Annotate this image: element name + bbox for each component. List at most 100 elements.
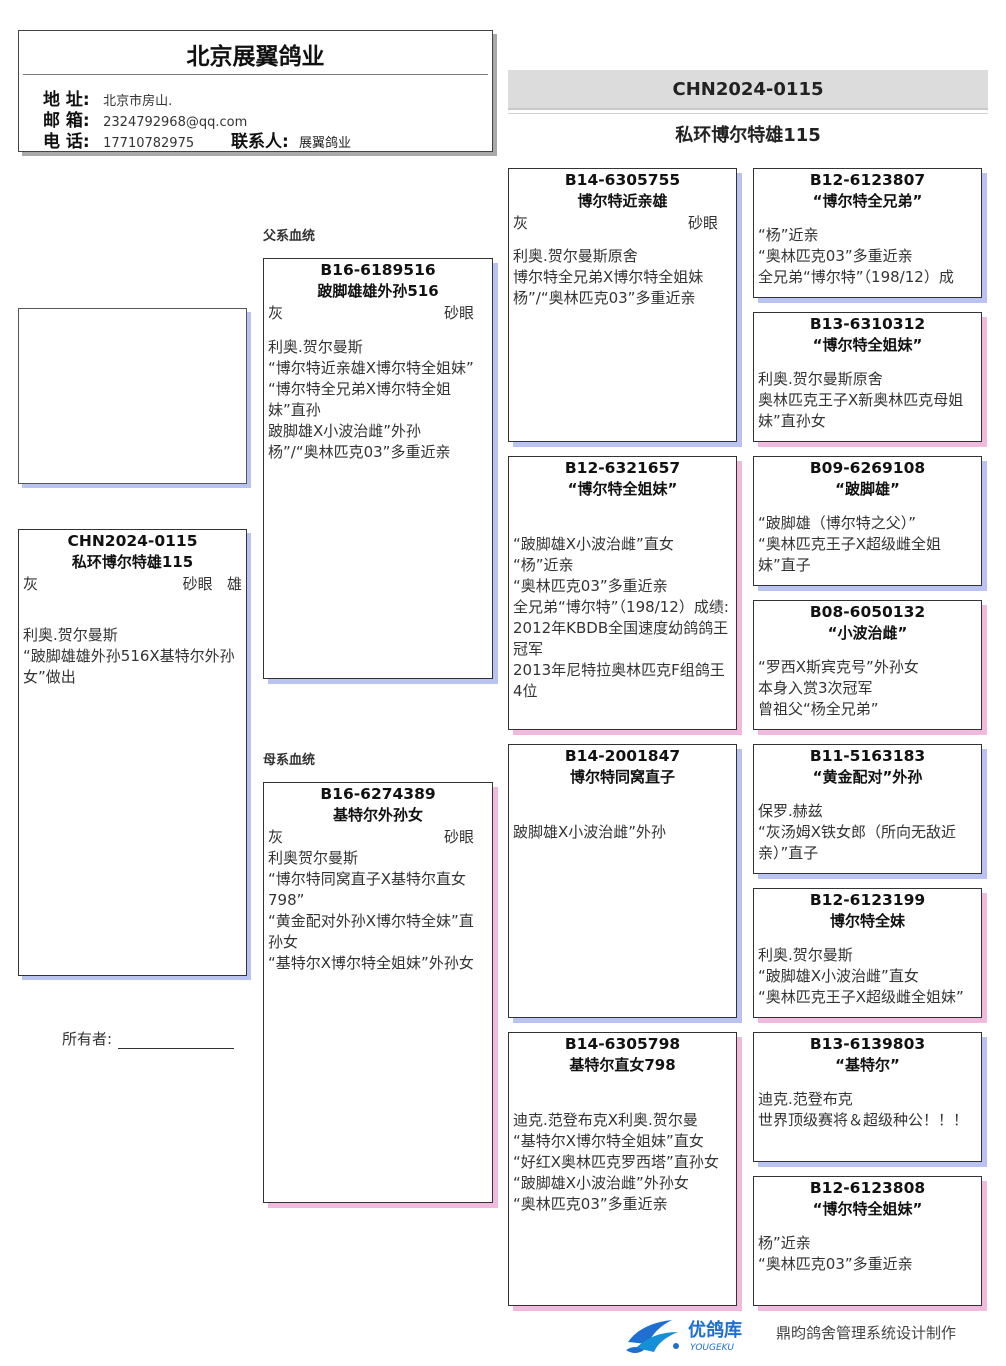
dam-name: 基特尔外孙女 — [332, 806, 423, 824]
gen2-0-note: 利奥.贺尔曼斯原舍 博尔特全兄弟X博尔特全姐妹 杨”/“奥林匹克03”多重近亲 — [513, 247, 704, 307]
gen3-2-ring: B09-6269108 — [809, 459, 926, 477]
phone-value: 17710782975 — [103, 136, 195, 151]
dam-ring: B16-6274389 — [320, 785, 436, 803]
gen3-0-ring: B12-6123807 — [809, 171, 926, 189]
gen3-3-name: “小波治雌” — [827, 624, 908, 642]
sire-attributes: 灰 砂眼 — [268, 302, 488, 324]
footer-credit: 鼎昀鸽舍管理系统设计制作 — [776, 1324, 957, 1342]
gen3-card-6: B12-6123199 博尔特全妹 利奥.贺尔曼斯 “跛脚雄X小波治雌”直女 “… — [753, 888, 982, 1018]
gen3-5-note: 利奥.贺尔曼斯 “跛脚雄X小波治雌”直女 “奥林匹克王子X超级雌全姐妹” — [758, 946, 964, 1006]
gen3-6-note: 迪克.范登布克 世界顶级赛将＆超级种公！！！ — [758, 1090, 969, 1129]
gen3-2-note: “跛脚雄（博尔特之父）” “奥林匹克王子X超级雌全姐妹”直子 — [758, 514, 942, 574]
gen3-7-ring: B12-6123808 — [809, 1179, 926, 1197]
gen3-6-name: “基特尔” — [835, 1056, 900, 1074]
address-row: 地 址: 北京市房山. — [43, 85, 172, 110]
gen3-card-2: B13-6310312 “博尔特全姐妹” 利奥.贺尔曼斯原舍 奥林匹克王子X新奥… — [753, 312, 982, 442]
subject-ring: CHN2024-0115 — [67, 532, 198, 550]
subject-name-title: 私环博尔特雄115 — [675, 125, 821, 146]
gen3-7-note: 杨”近亲 “奥林匹克03”多重近亲 — [758, 1234, 913, 1273]
dam-card: B16-6274389 基特尔外孙女 灰 砂眼 利奥贺尔曼斯 “博尔特同窝直子X… — [263, 782, 493, 1203]
gen2-0-eye: 砂眼 — [687, 214, 718, 232]
sire-card: B16-6189516 跛脚雄雄外孙516 灰 砂眼 利奥.贺尔曼斯 “博尔特近… — [263, 258, 493, 679]
owner-blank-line — [118, 1048, 235, 1049]
gen2-2-note: 跛脚雄X小波治雌”外孙 — [513, 823, 667, 841]
owner-field: 所有者: — [62, 1028, 235, 1049]
subject-color: 灰 — [23, 575, 39, 593]
gen3-3-note: “罗西X斯宾克号”外孙女 本身入赏3次冠军 曾祖父“杨全兄弟” — [758, 658, 919, 718]
gen2-3-note: 迪克.范登布克X利奥.贺尔曼 “基特尔X博尔特全姐妹”直女 “好红X奥林匹克罗西… — [513, 1111, 719, 1213]
address-label: 地 址: — [43, 90, 90, 110]
gen3-7-name: “博尔特全姐妹” — [812, 1200, 923, 1218]
sire-note: 利奥.贺尔曼斯 “博尔特近亲雄X博尔特全姐妹” “博尔特全兄弟X博尔特全姐妹”直… — [268, 338, 474, 461]
grandsire-maternal-card: B14-2001847 博尔特同窝直子 跛脚雄X小波治雌”外孙 — [508, 744, 737, 1018]
granddam-maternal-card: B14-6305798 基特尔直女798 迪克.范登布克X利奥.贺尔曼 “基特尔… — [508, 1032, 737, 1306]
email-row: 邮 箱: 2324792968@qq.com — [43, 106, 247, 131]
gen3-6-ring: B13-6139803 — [809, 1035, 926, 1053]
subject-attributes: 灰 砂眼 雄 — [23, 573, 242, 595]
phone-label: 电 话: — [43, 132, 90, 152]
email-label: 邮 箱: — [43, 111, 90, 131]
gen3-3-ring: B08-6050132 — [809, 603, 926, 621]
gen3-1-ring: B13-6310312 — [809, 315, 926, 333]
gen2-0-color: 灰 — [513, 214, 529, 232]
subject-eye: 砂眼 — [182, 575, 213, 593]
granddam-paternal-card: B12-6321657 “博尔特全姐妹” “跛脚雄X小波治雌”直女 “杨”近亲 … — [508, 456, 737, 730]
grandsire-paternal-card: B14-6305755 博尔特近亲雄 灰 砂眼 利奥.贺尔曼斯原舍 博尔特全兄弟… — [508, 168, 737, 442]
gen2-2-name: 博尔特同窝直子 — [569, 768, 675, 786]
gen3-card-5: B11-5163183 “黄金配对”外孙 保罗.赫兹 “灰汤姆X铁女郎（所向无敌… — [753, 744, 982, 874]
farm-name: 北京展翼鸽业 — [186, 44, 325, 70]
gen3-5-name: 博尔特全妹 — [829, 912, 905, 930]
subject-name: 私环博尔特雄115 — [71, 553, 194, 571]
dam-line-label: 母系血统 — [263, 753, 316, 768]
dam-eye: 砂眼 — [443, 828, 474, 846]
gen3-1-name: “博尔特全姐妹” — [812, 336, 923, 354]
gen3-card-8: B12-6123808 “博尔特全姐妹” 杨”近亲 “奥林匹克03”多重近亲 — [753, 1176, 982, 1306]
gen2-1-ring: B12-6321657 — [564, 459, 681, 477]
sire-eye: 砂眼 — [443, 304, 474, 322]
email-value: 2324792968@qq.com — [103, 115, 248, 130]
gen2-0-attributes: 灰 砂眼 — [513, 212, 732, 234]
gen3-card-7: B13-6139803 “基特尔” 迪克.范登布克 世界顶级赛将＆超级种公！！！ — [753, 1032, 982, 1162]
gen2-2-ring: B14-2001847 — [564, 747, 681, 765]
gen3-4-note: 保罗.赫兹 “灰汤姆X铁女郎（所向无敌近亲）”直子 — [758, 802, 957, 862]
contact-value: 展翼鸽业 — [298, 136, 351, 151]
sire-name: 跛脚雄雄外孙516 — [317, 282, 439, 300]
gen3-card-4: B08-6050132 “小波治雌” “罗西X斯宾克号”外孙女 本身入赏3次冠军… — [753, 600, 982, 730]
sire-line-label: 父系血统 — [263, 229, 316, 244]
gen3-card-1: B12-6123807 “博尔特全兄弟” “杨”近亲 “奥林匹克03”多重近亲 … — [753, 168, 982, 298]
gen3-0-note: “杨”近亲 “奥林匹克03”多重近亲 全兄弟“博尔特”（198/12）成 — [758, 226, 954, 286]
gen3-0-name: “博尔特全兄弟” — [812, 192, 923, 210]
gen2-1-note: “跛脚雄X小波治雌”直女 “杨”近亲 “奥林匹克03”多重近亲 全兄弟“博尔特”… — [513, 535, 729, 700]
gen3-card-3: B09-6269108 “跛脚雄” “跛脚雄（博尔特之父）” “奥林匹克王子X超… — [753, 456, 982, 586]
logo-wing-icon: 优鸽库 YOUGEKU — [626, 1319, 742, 1353]
subject-sex: 雄 — [226, 575, 242, 593]
gen2-0-ring: B14-6305755 — [564, 171, 681, 189]
dam-color: 灰 — [268, 828, 284, 846]
logo-cn-text: 优鸽库 — [688, 1319, 742, 1341]
contact-label: 联系人: — [231, 132, 289, 152]
pigeon-photo-frame — [18, 308, 247, 484]
owner-label: 所有者: — [62, 1030, 113, 1048]
gen2-3-ring: B14-6305798 — [564, 1035, 681, 1053]
gen2-0-name: 博尔特近亲雄 — [577, 192, 668, 210]
logo-en-text: YOUGEKU — [690, 1343, 734, 1353]
yougeku-logo: 优鸽库 YOUGEKU — [622, 1312, 762, 1356]
phone-row: 电 话: 17710782975 — [43, 127, 194, 152]
gen2-3-name: 基特尔直女798 — [569, 1056, 676, 1074]
subject-note: 利奥.贺尔曼斯 “跛脚雄雄外孙516X基特尔外孙女”做出 — [23, 626, 235, 686]
header-divider — [23, 74, 488, 75]
breeder-info-card: 北京展翼鸽业 地 址: 北京市房山. 邮 箱: 2324792968@qq.co… — [18, 30, 493, 152]
subject-card: CHN2024-0115 私环博尔特雄115 灰 砂眼 雄 利奥.贺尔曼斯 “跛… — [18, 529, 247, 976]
dam-attributes: 灰 砂眼 — [268, 826, 488, 848]
subject-ring-bar: CHN2024-0115 — [508, 70, 988, 110]
dam-note: 利奥贺尔曼斯 “博尔特同窝直子X基特尔直女798” “黄金配对外孙X博尔特全妹”… — [268, 849, 474, 972]
gen3-2-name: “跛脚雄” — [835, 480, 900, 498]
gen3-4-name: “黄金配对”外孙 — [812, 768, 923, 786]
sire-color: 灰 — [268, 304, 284, 322]
gen3-4-ring: B11-5163183 — [809, 747, 926, 765]
contact-row: 联系人: 展翼鸽业 — [231, 127, 351, 152]
address-value: 北京市房山. — [103, 94, 173, 109]
gen3-1-note: 利奥.贺尔曼斯原舍 奥林匹克王子X新奥林匹克母姐妹”直孙女 — [758, 370, 964, 430]
gen3-5-ring: B12-6123199 — [809, 891, 926, 909]
subject-divider — [508, 113, 988, 114]
